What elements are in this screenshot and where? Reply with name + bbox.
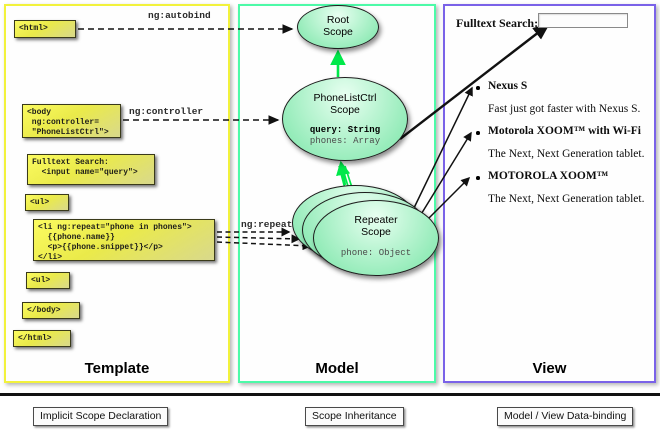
view-item-snippet-1: Fast just got faster with Nexus S. [488, 103, 641, 115]
view-item-snippet-2: The Next, Next Generation tablet. [488, 148, 645, 160]
scope-rep-prop-phone: phone: Object [340, 248, 412, 258]
scope-root-name-line1: Root [326, 14, 350, 26]
view-search-label: Fulltext Search: [456, 16, 539, 30]
view-item-snippet-3: The Next, Next Generation tablet. [488, 193, 645, 205]
view-item-title-2: Motorola XOOM™ with Wi-Fi [488, 125, 642, 137]
code-box-body-open: <body ng:controller= "PhoneListCtrl"> [22, 104, 121, 138]
scope-ctrl-name-line1: PhoneListCtrl [313, 92, 377, 104]
scope-root[interactable]: Root Scope [297, 5, 379, 49]
panel-template: Template [4, 4, 230, 383]
view-bullet-1 [476, 86, 480, 90]
view-bullet-3 [476, 176, 480, 180]
scope-ctrl-prop-phones: phones: Array [309, 136, 381, 146]
legend: Implicit Scope Declaration Scope Inherit… [0, 393, 660, 438]
legend-label-model-view-data-binding: Model / View Data-binding [497, 407, 634, 426]
label-ng-repeat: ng:repeat [241, 219, 293, 230]
panel-template-title: Template [84, 360, 150, 377]
label-ng-autobind: ng:autobind [148, 10, 211, 21]
code-box-li-repeat: <li ng:repeat="phone in phones"> {{phone… [33, 219, 215, 262]
code-box-ul-close: <ul> [26, 272, 70, 289]
scope-rep-name-line2: Scope [361, 226, 391, 238]
code-box-html-close: </html> [13, 330, 71, 347]
scope-ctrl-name-line2: Scope [330, 104, 360, 116]
scope-root-name-line2: Scope [323, 26, 353, 38]
legend-label-scope-inheritance: Scope Inheritance [305, 407, 404, 426]
view-search-input[interactable] [538, 13, 628, 28]
code-box-fulltext: Fulltext Search: <input name="query"> [27, 154, 155, 185]
scope-rep-name-line1: Repeater [354, 214, 398, 226]
legend-label-implicit-scope-declaration: Implicit Scope Declaration [33, 407, 169, 426]
view-bullet-2 [476, 131, 480, 135]
view-item-title-3: MOTOROLA XOOM™ [488, 170, 609, 182]
scope-phonelistctrl[interactable]: PhoneListCtrl Scope query: String phones… [282, 77, 408, 161]
scope-repeater[interactable]: Repeater Scope phone: Object [313, 200, 439, 276]
panel-model-title: Model [315, 360, 359, 377]
label-ng-controller: ng:controller [129, 106, 204, 117]
code-box-ul-open: <ul> [25, 194, 69, 211]
code-box-html-open: <html> [14, 20, 76, 38]
panel-view-title: View [532, 360, 567, 377]
code-box-body-close: </body> [22, 302, 80, 319]
scope-ctrl-prop-query: query: String [309, 125, 381, 135]
view-item-title-1: Nexus S [488, 80, 528, 92]
